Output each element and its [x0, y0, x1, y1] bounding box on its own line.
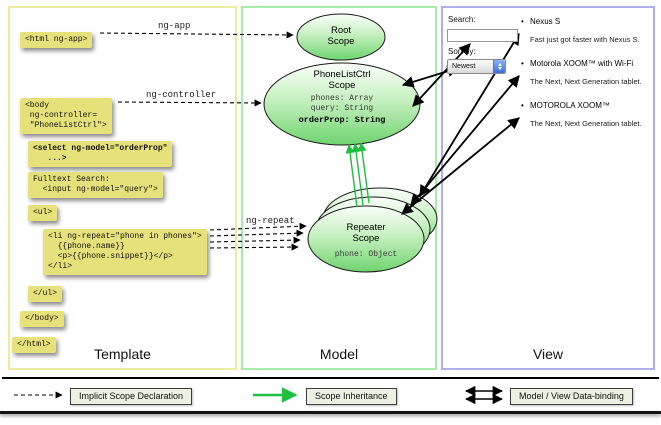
root-scope-ellipse [296, 13, 386, 61]
binding-repeater-item-3 [401, 117, 520, 215]
code-html-open: <html ng-app> [20, 32, 93, 48]
inheritance-arrow-3 [357, 142, 370, 204]
inheritance-arrow-1 [345, 144, 358, 208]
ng-repeat-arrow-1 [209, 222, 307, 231]
model-column-title: Model [319, 346, 359, 362]
code-ul-close: </ul> [28, 286, 63, 302]
legend-implicit-scope: Implicit Scope Declaration [70, 388, 193, 405]
repeater-scope-ellipse-front [307, 205, 425, 273]
legend-divider-line [2, 377, 659, 379]
phonelistctrl-scope-props: phones: Array query: String [310, 94, 374, 113]
ng-repeat-arrow-3 [209, 236, 301, 244]
code-body-close: </body> [20, 311, 64, 327]
phone-item-name: Motorola XOOM™ with Wi-Fi [530, 59, 634, 68]
inheritance-arrow-2 [351, 143, 364, 206]
template-column-title: Template [94, 346, 151, 362]
legend-arrows [14, 385, 504, 405]
sort-by-label: Sort by: [448, 47, 476, 56]
phone-item-snippet: The Next, Next Generation tablet. [530, 77, 642, 86]
ng-controller-arrow [117, 99, 262, 107]
phonelistctrl-scope-title: PhoneListCtrl Scope [313, 69, 371, 91]
phone-item-snippet: The Next, Next Generation tablet. [530, 119, 642, 128]
ng-repeat-arrow-2 [209, 229, 304, 237]
ng-app-arrow [99, 31, 294, 39]
code-select: <select ng-model="orderProp" ...> [28, 141, 173, 167]
repeater-scope-title: Repeater Scope [346, 222, 386, 244]
code-html-close: </html> [12, 337, 56, 353]
bottom-border-line [0, 411, 661, 414]
search-label: Search: [448, 15, 476, 24]
root-scope-title: Root Scope [327, 25, 355, 47]
binding-repeater-item-2 [410, 75, 520, 206]
bullet-icon: • [521, 59, 524, 68]
ng-controller-label: ng-controller [146, 90, 217, 100]
phone-item-name: Nexus S [530, 17, 561, 26]
phonelistctrl-scope-orderprop: orderProp: String [298, 115, 386, 125]
sort-dropdown-value: Newest [452, 63, 476, 70]
code-body-open: <body ng-controller= "PhoneListCtrl"> [20, 98, 112, 134]
legend-data-binding: Model / View Data-binding [510, 388, 633, 405]
sort-dropdown[interactable]: Newest [447, 59, 506, 74]
code-li-repeat: <li ng-repeat="phone in phones"> {{phone… [43, 229, 207, 275]
ng-repeat-arrow-4 [209, 243, 299, 251]
bullet-icon: • [521, 17, 524, 26]
search-input[interactable] [447, 29, 518, 42]
code-ul-open: <ul> [28, 205, 58, 221]
scope-inheritance-arrows [345, 142, 370, 208]
phone-item-name: MOTOROLA XOOM™ [530, 101, 610, 110]
ng-repeat-label: ng-repeat [246, 216, 295, 226]
bullet-icon: • [521, 101, 524, 110]
phone-item-snippet: Fast just got faster with Nexus S. [530, 35, 640, 44]
view-column-title: View [532, 346, 564, 362]
code-fulltext-search: Fulltext Search: <input ng-model="query"… [28, 172, 163, 198]
legend-scope-inheritance: Scope Inheritance [306, 388, 397, 405]
implicit-scope-arrows [99, 31, 307, 251]
ng-app-label: ng-app [158, 21, 191, 31]
repeater-scope-props: phone: Object [334, 250, 398, 259]
dropdown-arrows-icon [493, 60, 505, 73]
